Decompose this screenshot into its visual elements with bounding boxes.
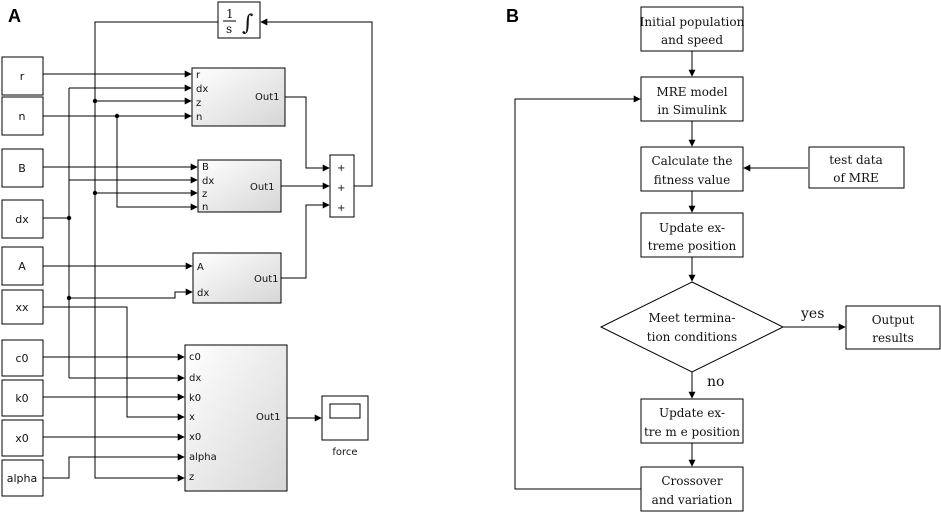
sub4-port-c0: c0 xyxy=(189,352,201,363)
integrator-denominator: s xyxy=(226,22,232,36)
integrator-numerator: 1 xyxy=(226,7,234,21)
mre-model-line-1: MRE model xyxy=(656,85,727,99)
no-label: no xyxy=(707,374,724,390)
input-r: r xyxy=(20,70,25,83)
mre-model-line-2: in Simulink xyxy=(657,103,727,117)
input-dx: dx xyxy=(15,213,29,226)
sub1-port-dx: dx xyxy=(196,84,208,95)
input-k0: k0 xyxy=(15,392,28,405)
fitness-line-2: fitness value xyxy=(654,173,730,187)
test-data-line-1: test data xyxy=(829,153,883,167)
subsystem-1: r dx z n Out1 xyxy=(191,67,286,127)
panel-b: B Initial population and speed MRE model… xyxy=(506,6,941,512)
panel-a-label: A xyxy=(8,6,21,26)
sub4-port-dx: dx xyxy=(189,373,201,384)
fitness-line-1: Calculate the xyxy=(651,154,732,168)
sub2-port-b: B xyxy=(202,162,209,173)
sum-block: + + + xyxy=(329,154,355,218)
update-box-1: Update ex- treme position xyxy=(640,212,744,258)
input-x0: x0 xyxy=(15,432,29,445)
update2-line-2: tre m e position xyxy=(644,425,740,439)
fitness-box: Calculate the fitness value xyxy=(640,146,744,192)
wires xyxy=(43,18,373,482)
scope-label: force xyxy=(332,447,357,458)
crossover-box: Crossover and variation xyxy=(640,466,744,512)
panel-b-label: B xyxy=(506,6,519,26)
input-xx: xx xyxy=(15,301,29,314)
init-line-2: and speed xyxy=(661,33,723,47)
init-box: Initial population and speed xyxy=(640,6,745,52)
yes-label: yes xyxy=(800,306,824,322)
subsystem-3: A dx Out1 xyxy=(192,252,282,304)
sub2-port-n: n xyxy=(202,202,208,213)
flow-arrows xyxy=(514,51,846,490)
output-line-2: results xyxy=(872,331,914,345)
test-data-line-2: of MRE xyxy=(833,171,879,185)
sub3-port-dx: dx xyxy=(197,288,209,299)
subsystem-2: B dx z n Out1 xyxy=(197,159,282,213)
sub3-port-a: A xyxy=(197,262,204,273)
sub1-port-r: r xyxy=(196,70,201,81)
scope-block: force xyxy=(321,395,369,458)
output-box: Output results xyxy=(845,305,941,350)
decision-diamond: Meet termina- tion conditions xyxy=(599,281,785,373)
input-alpha: alpha xyxy=(7,472,38,485)
input-b: B xyxy=(18,162,26,175)
sum-sign-2: + xyxy=(337,183,345,194)
sub2-out: Out1 xyxy=(250,182,275,193)
sub4-port-alpha: alpha xyxy=(189,452,217,463)
mre-model-box: MRE model in Simulink xyxy=(640,76,744,122)
input-n: n xyxy=(19,110,26,123)
crossover-line-1: Crossover xyxy=(661,474,723,488)
sum-sign-3: + xyxy=(337,203,345,214)
crossover-line-2: and variation xyxy=(652,493,733,507)
integral-icon: ∫ xyxy=(242,11,254,36)
panel-a: A 1 s ∫ r n B dx A xx c0 k0 xyxy=(1,1,373,497)
sub1-port-z: z xyxy=(196,98,201,109)
sub1-out: Out1 xyxy=(255,92,280,103)
scope-screen-icon xyxy=(329,403,361,419)
sub3-out: Out1 xyxy=(254,274,279,285)
sub4-out: Out1 xyxy=(256,412,281,423)
test-data-box: test data of MRE xyxy=(808,146,905,189)
decision-line-2: tion conditions xyxy=(647,330,737,344)
subsystem-4: c0 dx k0 x x0 alpha z Out1 xyxy=(184,344,288,492)
output-line-1: Output xyxy=(872,313,915,327)
decision-line-1: Meet termina- xyxy=(649,311,736,325)
update1-line-1: Update ex- xyxy=(659,221,725,235)
sub4-port-z: z xyxy=(189,472,194,483)
integrator-block: 1 s ∫ xyxy=(217,1,261,39)
sub4-port-x0: x0 xyxy=(189,432,201,443)
input-a: A xyxy=(18,260,26,273)
sub2-port-dx: dx xyxy=(202,176,214,187)
input-blocks: r n B dx A xx c0 k0 x0 alpha xyxy=(1,56,44,497)
update2-line-1: Update ex- xyxy=(659,406,725,420)
sub4-port-k0: k0 xyxy=(189,393,201,404)
update-box-2: Update ex- tre m e position xyxy=(640,398,744,444)
update1-line-2: treme position xyxy=(648,239,737,253)
input-c0: c0 xyxy=(15,352,28,365)
sum-sign-1: + xyxy=(337,163,345,174)
init-line-1: Initial population xyxy=(640,15,745,29)
sub4-port-x: x xyxy=(189,412,195,423)
sub2-port-z: z xyxy=(202,189,207,200)
sub1-port-n: n xyxy=(196,112,202,123)
